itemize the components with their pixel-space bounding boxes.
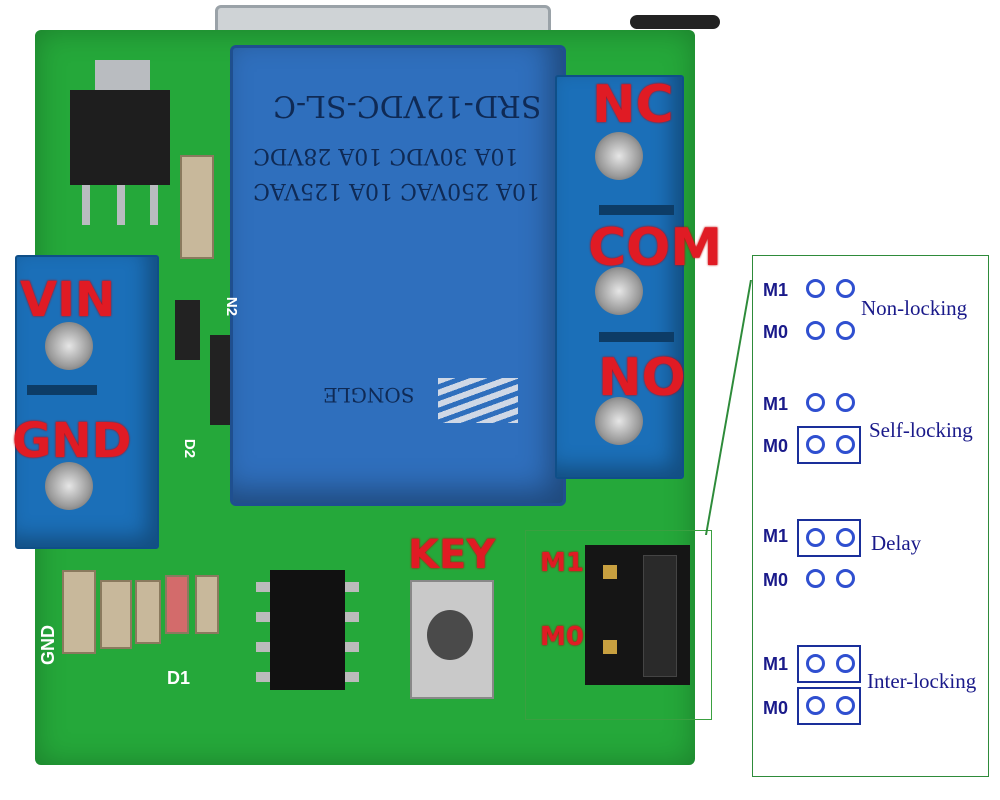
silk-d2: D2 bbox=[181, 438, 199, 459]
terminal-divider bbox=[27, 385, 97, 395]
jumper-cap-icon bbox=[797, 519, 861, 557]
legend-mode-selflocking: Self-locking bbox=[869, 418, 973, 442]
regulator-pin bbox=[82, 185, 90, 225]
regulator-pin bbox=[117, 185, 125, 225]
pin-icon bbox=[806, 435, 825, 454]
pin-icon bbox=[806, 321, 825, 340]
resistor bbox=[100, 580, 132, 649]
pin-icon bbox=[806, 393, 825, 412]
chip-pin bbox=[256, 672, 270, 682]
terminal-divider bbox=[599, 332, 674, 342]
legend-delay-m0: M0 bbox=[763, 570, 789, 590]
relay-rating-ac: 10A 250VAC 10A 125VAC bbox=[253, 178, 540, 203]
legend-mode-nonlocking: Non-locking bbox=[861, 296, 968, 320]
header-pin bbox=[603, 640, 617, 654]
silk-d1: D1 bbox=[167, 668, 191, 688]
pin-icon bbox=[836, 321, 855, 340]
transistor bbox=[175, 300, 200, 360]
label-m0: M0 bbox=[540, 622, 584, 652]
label-com: COM bbox=[588, 218, 720, 278]
capacitor bbox=[62, 570, 96, 654]
jumper-cap bbox=[643, 555, 677, 677]
silk-gnd: GND bbox=[38, 625, 58, 665]
led bbox=[165, 575, 189, 634]
gnd-screw-icon bbox=[45, 462, 93, 510]
label-m1: M1 bbox=[540, 548, 584, 578]
legend-delay-m1: M1 bbox=[763, 526, 789, 546]
chip-pin bbox=[345, 582, 359, 592]
pin-icon bbox=[836, 528, 855, 547]
pin-icon bbox=[836, 393, 855, 412]
key-button-cap bbox=[427, 610, 473, 660]
no-screw-icon bbox=[595, 397, 643, 445]
vin-screw-icon bbox=[45, 322, 93, 370]
pin-icon bbox=[836, 696, 855, 715]
label-vin: VIN bbox=[20, 272, 116, 328]
nc-screw-icon bbox=[595, 132, 643, 180]
ic-chip bbox=[270, 570, 345, 690]
label-key: KEY bbox=[408, 532, 496, 578]
pin-icon bbox=[836, 654, 855, 673]
resistor bbox=[195, 575, 219, 634]
header-pin bbox=[603, 565, 617, 579]
legend-selflocking-m1: M1 bbox=[763, 394, 789, 414]
pin-icon bbox=[806, 569, 825, 588]
legend-interlocking-m0: M0 bbox=[763, 698, 789, 718]
legend-mode-delay: Delay bbox=[871, 531, 922, 555]
relay-brand: SONGLE bbox=[323, 383, 415, 407]
chip-pin bbox=[345, 612, 359, 622]
pin-icon bbox=[806, 696, 825, 715]
chip-pin bbox=[345, 672, 359, 682]
voltage-regulator bbox=[70, 90, 170, 185]
relay-rating-dc: 10A 30VDC 10A 28VDC bbox=[253, 143, 519, 168]
mode-jumper-header bbox=[585, 545, 690, 685]
label-gnd: GND bbox=[12, 413, 132, 469]
pin-icon bbox=[836, 435, 855, 454]
jumper-cap-icon bbox=[797, 426, 861, 464]
legend-nonlocking-m1: M1 bbox=[763, 280, 789, 300]
jumper-callout-box bbox=[525, 530, 712, 720]
diode bbox=[210, 335, 232, 425]
antenna-wire bbox=[630, 15, 720, 29]
legend-selflocking-m0: M0 bbox=[763, 436, 789, 456]
relay-model: SRD-12VDC-SL-C bbox=[273, 88, 542, 123]
jumper-mode-legend: M1 M0 Non-locking M1 M0 Self-locking M1 … bbox=[752, 255, 989, 777]
regulator-pin bbox=[150, 185, 158, 225]
chip-pin bbox=[256, 642, 270, 652]
legend-nonlocking-m0: M0 bbox=[763, 322, 789, 342]
pin-icon bbox=[806, 654, 825, 673]
legend-mode-interlocking: Inter-locking bbox=[867, 669, 977, 693]
terminal-divider bbox=[599, 205, 674, 215]
chip-pin bbox=[256, 612, 270, 622]
resistor bbox=[135, 580, 161, 644]
silk-n2: N2 bbox=[223, 296, 241, 317]
regulator-tab bbox=[95, 60, 150, 95]
relay-output-terminal-block bbox=[555, 75, 684, 479]
pin-icon bbox=[806, 279, 825, 298]
songle-logo-icon bbox=[438, 378, 518, 423]
capacitor bbox=[180, 155, 214, 259]
label-nc: NC bbox=[592, 75, 674, 135]
chip-pin bbox=[256, 582, 270, 592]
relay: SRD-12VDC-SL-C 10A 250VAC 10A 125VAC 10A… bbox=[230, 45, 566, 506]
jumper-cap-icon bbox=[797, 645, 861, 683]
legend-interlocking-m1: M1 bbox=[763, 654, 789, 674]
pin-icon bbox=[836, 279, 855, 298]
jumper-cap-icon bbox=[797, 687, 861, 725]
com-screw-icon bbox=[595, 267, 643, 315]
relay-board-photo: SRD-12VDC-SL-C 10A 250VAC 10A 125VAC 10A… bbox=[12, 5, 720, 765]
pin-icon bbox=[806, 528, 825, 547]
power-terminal-block bbox=[15, 255, 159, 549]
label-no: NO bbox=[598, 348, 686, 408]
chip-pin bbox=[345, 642, 359, 652]
pin-icon bbox=[836, 569, 855, 588]
